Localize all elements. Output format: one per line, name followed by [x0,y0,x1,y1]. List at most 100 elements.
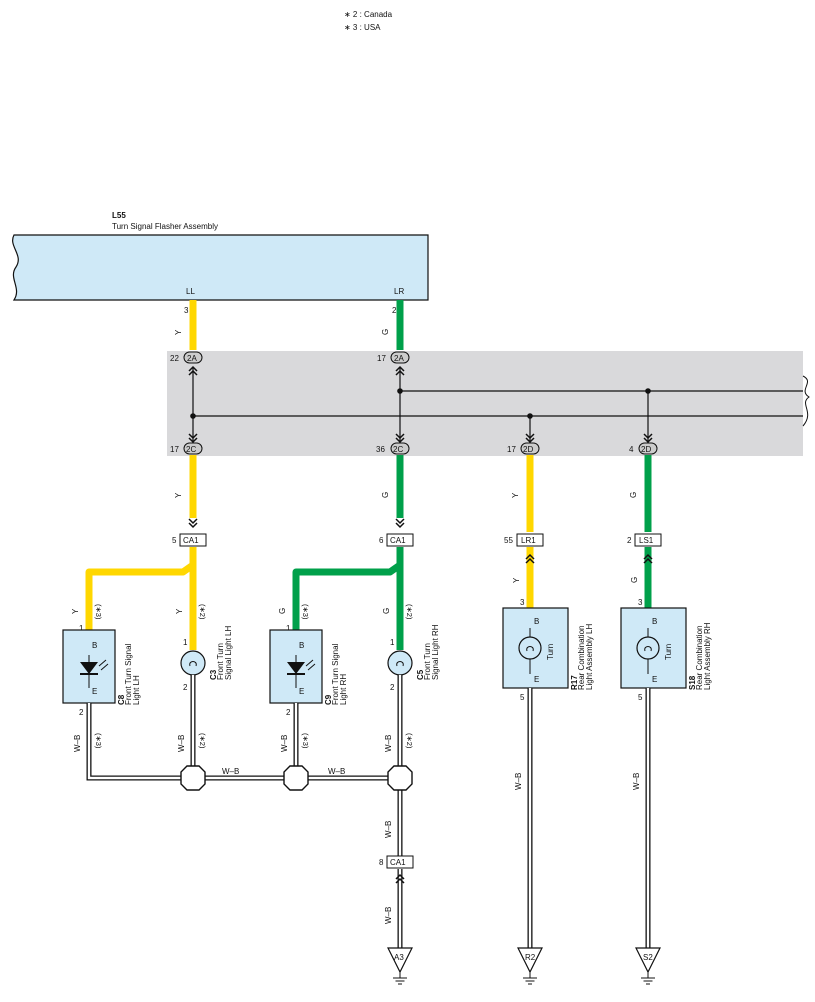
wire-label-y-c3: Y [175,608,184,614]
junction-dots [190,388,651,419]
c8-pin-top: 1 [79,624,84,633]
wire-label-wb-c9: W–B [280,735,289,752]
s18-code: S18 [688,675,697,690]
connector-ls1 [634,533,662,547]
s18-b-label: B [652,617,657,626]
junction-2c-right-name: 2C [393,445,403,454]
junction-2c-left-pin: 17 [170,445,179,454]
wire-star2-c5: (∗2) [405,604,414,620]
c5-bulb-icon [387,650,413,676]
flasher-pin-lr-no: 2 [392,306,397,315]
junction-2d-right-name: 2D [641,445,651,454]
wire-label-g-c9: G [278,608,287,614]
c9-line2: Light RH [339,674,348,705]
flasher-pin-ll-label: LL [186,287,195,296]
ground-a3-triangle [387,947,413,974]
c5-code: C5 [416,669,425,680]
wire-star3-c8-low: (∗3) [94,733,103,749]
c3-code: C3 [209,669,218,680]
wire-star2-c3-low: (∗2) [198,733,207,749]
r17-bulb-icon [518,636,542,660]
connector-lr1 [516,533,544,547]
wire-label-wb-a3-1: W–B [384,821,393,838]
c8-led-icon [80,655,109,688]
c8-pin-bottom: 2 [79,708,84,717]
wire-star3-c9-low: (∗3) [301,733,310,749]
c8-line1: Front Turn Signal [124,643,133,705]
wire-star2-c5-low: (∗2) [405,733,414,749]
connector-ca1-lower [386,855,414,869]
r17-e-label: E [534,675,539,684]
wire-label-g-s18-low: G [630,577,639,583]
c3-bulb-icon [180,650,206,676]
s18-pin-top: 3 [638,598,643,607]
junction-internal-lines [192,368,803,445]
wire-label-y-top: Y [174,329,183,335]
c9-led-icon [287,655,316,688]
junction-2a-right-pin: 17 [377,354,386,363]
c3-line2: Signal Light LH [224,626,233,680]
wire-label-wb-c3: W–B [177,735,186,752]
c5-line2: Signal Light RH [431,624,440,680]
junction-2c-left-name: 2C [186,445,196,454]
junction-connector-2c-left [183,442,203,455]
ground-a3-label: A3 [394,953,404,962]
wire-label-wb-h2: W–B [328,767,345,776]
wire-label-wb-a3-2: W–B [384,907,393,924]
c9-pin-top: 1 [286,624,291,633]
junction-2d-right-pin: 4 [629,445,634,454]
r17-turn-label: Turn [546,644,555,660]
c9-b-label: B [299,641,304,650]
wire-star3-c9: (∗3) [301,604,310,620]
wire-label-wb-h1: W–B [222,767,239,776]
r17-pin-top: 3 [520,598,525,607]
junction-2d-left-pin: 17 [507,445,516,454]
connector-ca1-right-name: CA1 [390,536,406,545]
c8-b-label: B [92,641,97,650]
junction-connector-2d-right [638,442,658,455]
c3-line1: Front Turn [216,643,225,680]
connector-ls1-name: LS1 [639,536,654,545]
flasher-code: L55 [112,211,126,220]
r17-line1: Rear Combination [577,626,586,690]
connector-ca1-left [179,533,207,547]
connector-ca1-lower-pin: 8 [379,858,384,867]
wire-label-y-c8: Y [71,608,80,614]
wire-label-g-mid: G [381,492,390,498]
r17-filament-icon [526,646,534,652]
connector-ca1-lower-name: CA1 [390,858,406,867]
c5-pin-top: 1 [390,638,395,647]
junction-block-panel [167,351,803,456]
wire-label-y-r17: Y [511,492,520,498]
s18-line2: Light Assembly RH [703,622,712,690]
junction-connector-2c-right [390,442,410,455]
connector-ca1-right [386,533,414,547]
wire-label-wb-s2: W–B [632,773,641,790]
wire-green-to-c9 [292,547,404,630]
junction-2a-right-name: 2A [394,354,404,363]
r17-b-label: B [534,617,539,626]
note-usa: ∗ 3 : USA [344,23,381,32]
c9-e-label: E [299,687,304,696]
c8-e-label: E [92,687,97,696]
wire-label-g-c5: G [382,608,391,614]
wire-label-wb-c8: W–B [73,735,82,752]
s18-bulb-icon [636,636,660,660]
ground-wires [86,675,651,948]
flasher-pin-ll-no: 3 [184,306,189,315]
junction-2d-left-name: 2D [523,445,533,454]
c9-line1: Front Turn Signal [331,643,340,705]
wire-label-wb-c5: W–B [384,735,393,752]
ground-r2-triangle [517,947,543,974]
s18-line1: Rear Combination [695,626,704,690]
ground-r2-label: R2 [525,953,536,962]
wire-label-g-top: G [381,329,390,335]
junction-connector-2a-right [390,351,410,364]
ground-s2-label: S2 [643,953,653,962]
wire-yellow-to-c8 [85,547,197,630]
c9-code: C9 [324,694,333,705]
flasher-name: Turn Signal Flasher Assembly [112,222,218,231]
wire-star3-c8: (∗3) [94,604,103,620]
ground-wires-inner [87,675,650,948]
s18-pin-bottom: 5 [638,693,643,702]
